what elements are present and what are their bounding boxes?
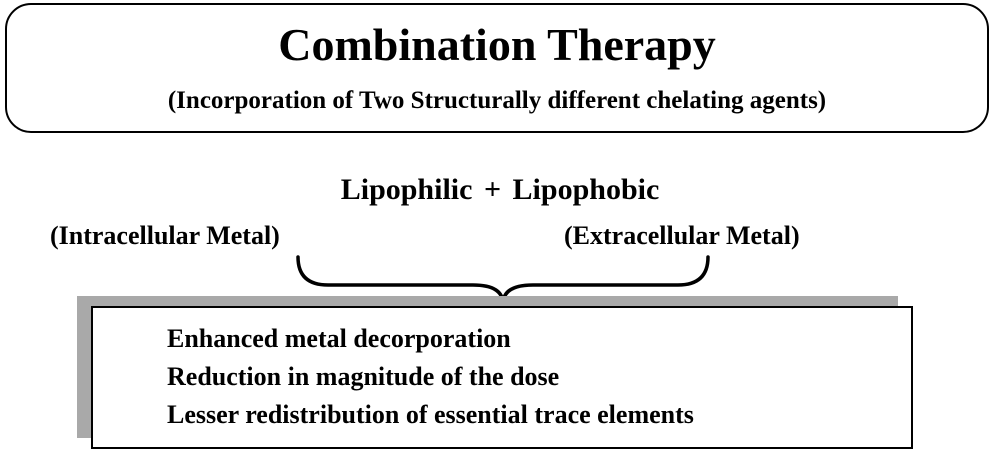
diagram-subtitle: (Incorporation of Two Structurally diffe…: [167, 87, 827, 114]
benefits-box: Enhanced metal decorporation Reduction i…: [91, 306, 913, 449]
benefit-item: Reduction in magnitude of the dose: [167, 362, 560, 391]
left-agent-label: Lipophilic: [340, 173, 473, 206]
right-target-label: (Extracellular Metal): [564, 221, 800, 250]
left-target-label: (Intracellular Metal): [50, 221, 280, 250]
benefit-item: Lesser redistribution of essential trace…: [167, 400, 694, 429]
plus-operator: +: [483, 173, 502, 206]
diagram-title: Combination Therapy: [278, 19, 716, 70]
benefits-list: Enhanced metal decorporation Reduction i…: [167, 320, 694, 434]
agent-combination: Lipophilic + Lipophobic: [0, 170, 1000, 210]
right-agent-label: Lipophobic: [512, 173, 660, 206]
title-box: Combination Therapy (Incorporation of Tw…: [5, 3, 989, 133]
benefit-item: Enhanced metal decorporation: [167, 324, 511, 353]
